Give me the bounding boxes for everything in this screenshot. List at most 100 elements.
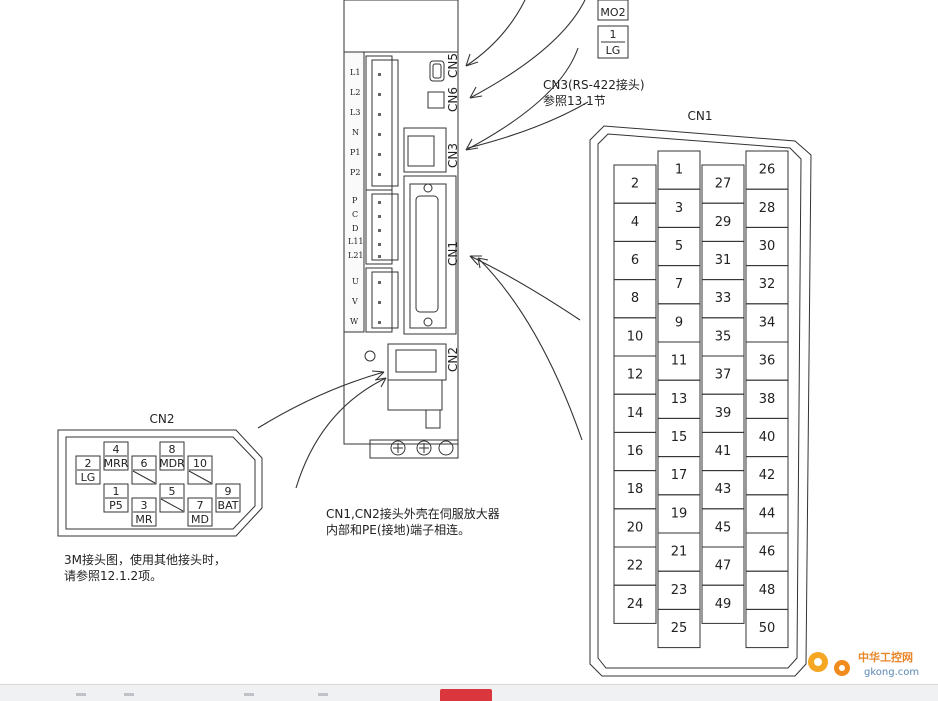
cn1-pin-number: 39 (715, 406, 732, 421)
cn2-outline (57, 429, 263, 537)
cn1-pin-number: 29 (715, 215, 732, 230)
cn1-pin-cell (613, 584, 657, 624)
cn1-pin-number: 1 (675, 163, 683, 178)
terminal-label: N (352, 128, 359, 137)
cn1-outline (589, 125, 812, 677)
watermark-logo (808, 652, 850, 676)
cn2-pin-texts: 4 MRR 8 MDR 2 LG 6 10 1 P5 5 9 BAT 3 MR … (81, 443, 239, 526)
terminal-label: L11 (348, 237, 364, 246)
cn1-pin-number: 2 (631, 177, 639, 192)
toolbar-mark (318, 693, 328, 696)
cn1-pin-number: 20 (627, 520, 644, 535)
terminal-holes (378, 73, 381, 324)
terminal-label: L3 (350, 108, 360, 117)
cn2-pin-number: 9 (225, 485, 232, 498)
cn3-note-line2: 参照13.1节 (543, 93, 606, 108)
cn1-pin-number: 26 (759, 163, 776, 178)
cn1-pin-number: 43 (715, 482, 732, 497)
cn1-pin-grid: 2468101214161820222413579111315171921232… (613, 150, 789, 649)
cn1-pin-number: 45 (715, 520, 732, 535)
terminal-label: P2 (350, 168, 360, 177)
cn1-pin-number: 7 (675, 277, 683, 292)
cn3-label: CN3 (446, 143, 460, 168)
cn2-pin-signal: P5 (109, 499, 123, 512)
bottom-toolbar (0, 684, 938, 701)
cn1-pin-number: 28 (759, 201, 776, 216)
terminal-label: U (352, 277, 359, 286)
terminal-label: V (351, 297, 358, 306)
cn1-pin-number: 19 (671, 506, 688, 521)
cn1-pin-number: 8 (631, 291, 639, 306)
toolbar-mark (124, 693, 134, 696)
terminal-label: L21 (348, 251, 364, 260)
cn2-note-line2: 请参照12.1.2项。 (64, 568, 162, 583)
cn2-pin-cells (75, 441, 241, 527)
cn2-title: CN2 (150, 412, 175, 426)
cn2-pin-number: 10 (193, 457, 207, 470)
cn1-pin-number: 32 (759, 277, 776, 292)
cn1-pin-number: 11 (671, 354, 688, 369)
cn6-label: CN6 (446, 87, 460, 112)
cn1-pin-number: 27 (715, 177, 732, 192)
terminal-label: L2 (350, 88, 360, 97)
cn1-pin-number: 14 (627, 406, 644, 421)
cn1-pin-number: 40 (759, 430, 776, 445)
cn1-pin-number: 42 (759, 468, 776, 483)
cn1-pin-number: 12 (627, 368, 644, 383)
cn2-pin-number: 2 (85, 457, 92, 470)
cn2-pin-signal: MRR (104, 457, 129, 470)
cn1-pin-number: 34 (759, 315, 776, 330)
toolbar-mark (244, 693, 254, 696)
cn1-pin-cell (657, 608, 701, 649)
cn1-pin-number: 44 (759, 506, 776, 521)
regen-terminal-labels: P C D L11 L21 (348, 196, 364, 260)
terminal-label: P1 (350, 148, 360, 157)
cn1-pin-number: 4 (631, 215, 639, 230)
power-terminal-labels: L1 L2 L3 N P1 P2 (350, 68, 360, 177)
cn2-pin-signal: LG (81, 471, 96, 484)
cn2-pin-number: 4 (113, 443, 120, 456)
connector-diagram: L1 L2 L3 N P1 P2 P C D L11 L21 U V W CN5… (57, 0, 919, 678)
cn2-pin-signal: MR (135, 513, 152, 526)
cn1-pin-number: 33 (715, 291, 732, 306)
cn1-pin-number: 10 (627, 329, 644, 344)
cn1-pin-number: 37 (715, 368, 732, 383)
cn2-pin-number: 1 (113, 485, 120, 498)
cn1-pin-number: 36 (759, 354, 776, 369)
cn1-title: CN1 (688, 109, 713, 123)
cn1-pin-number: 17 (671, 468, 688, 483)
terminal-label: C (352, 210, 358, 219)
cn1-pin-number: 23 (671, 583, 688, 598)
shell-note-line2: 内部和PE(接地)端子相连。 (326, 522, 470, 537)
cn1-pin-number: 18 (627, 482, 644, 497)
cn3-note-line1: CN3(RS-422接头) (543, 77, 645, 92)
cn2-pin-number: 7 (197, 499, 204, 512)
cn2-pin-signal: BAT (218, 499, 239, 512)
cn1-pin-number: 48 (759, 583, 776, 598)
top-pin-fragment (597, 0, 629, 59)
cn5-label: CN5 (446, 53, 460, 78)
cn2-pin-signal: MDR (159, 457, 185, 470)
cn1-pin-number: 30 (759, 239, 776, 254)
cn1-pin-cell (745, 608, 789, 649)
servo-amplifier (343, 0, 459, 459)
top-pin-lg: LG (606, 44, 621, 57)
cn1-pin-number: 6 (631, 253, 639, 268)
cn1-pin-number: 38 (759, 392, 776, 407)
cn1-pin-number: 41 (715, 444, 732, 459)
cn2-pin-number: 6 (141, 457, 148, 470)
cn2-note-line1: 3M接头图，使用其他接头时， (64, 552, 226, 567)
watermark-site: gkong.com (864, 667, 919, 678)
cn1-label: CN1 (446, 241, 460, 266)
connector-names: CN5 CN6 CN3 CN1 CN2 (446, 53, 460, 372)
cn1-pin-number: 9 (675, 315, 683, 330)
cn1-pin-number: 22 (627, 559, 644, 574)
cn1-pin-number: 47 (715, 559, 732, 574)
toolbar-red-tab[interactable] (440, 689, 492, 701)
terminal-label: D (352, 224, 358, 233)
terminal-label: W (350, 317, 359, 326)
cn1-pin-number: 25 (671, 621, 688, 636)
cn2-pin-signal: MD (191, 513, 209, 526)
top-pin-number: 1 (610, 28, 617, 41)
cn1-pin-number: 5 (675, 239, 683, 254)
